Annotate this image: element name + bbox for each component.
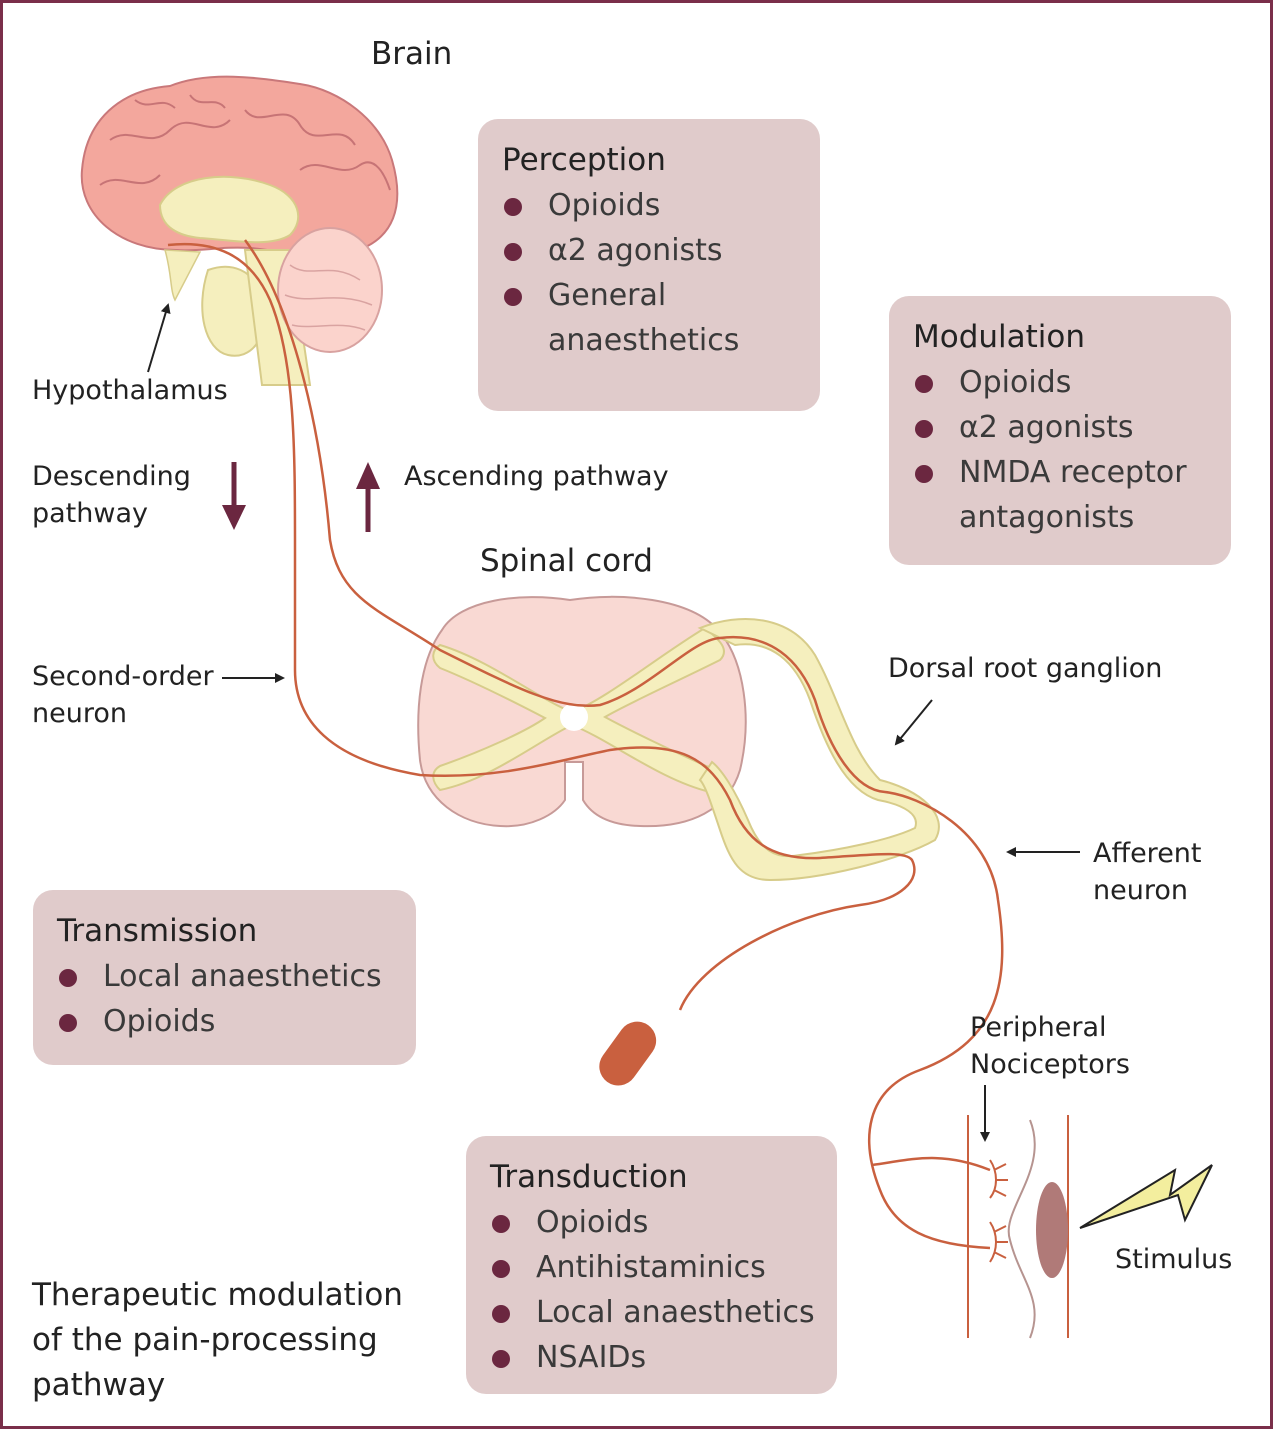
caption-line: of the pain-processing bbox=[32, 1322, 378, 1358]
descending-arrow-icon bbox=[222, 462, 246, 530]
nociceptor-endings bbox=[989, 1159, 1008, 1263]
tissue-lesion bbox=[1036, 1182, 1068, 1278]
skin-layers bbox=[967, 1115, 1069, 1339]
transmission-item: Opioids bbox=[57, 999, 394, 1044]
perception-item: General anaesthetics bbox=[502, 273, 768, 363]
modulation-drug-list: Opioids α2 agonists NMDA receptor antago… bbox=[913, 360, 1209, 540]
stimulus-bolt-icon bbox=[1079, 1164, 1213, 1229]
ascending-pathway-label: Ascending pathway bbox=[404, 461, 669, 492]
descending-pathway-label-line1: Descending bbox=[32, 461, 191, 492]
modulation-item: Opioids bbox=[913, 360, 1209, 405]
spinal-cord-section bbox=[417, 595, 940, 882]
transduction-item: Local anaesthetics bbox=[490, 1290, 815, 1335]
peripheral-nociceptors-label-line1: Peripheral bbox=[970, 1012, 1107, 1043]
perception-title: Perception bbox=[502, 142, 666, 178]
perception-item: Opioids bbox=[502, 183, 798, 228]
second-order-neuron-label-line1: Second-order bbox=[32, 661, 214, 692]
stimulus-label: Stimulus bbox=[1115, 1244, 1233, 1275]
caption-line: pathway bbox=[32, 1367, 166, 1403]
afferent-neuron-label-line1: Afferent bbox=[1093, 838, 1202, 869]
spinal-cord-label: Spinal cord bbox=[480, 543, 653, 579]
figure-caption: Therapeutic modulation of the pain-proce… bbox=[32, 1273, 403, 1408]
ascending-arrow-icon bbox=[356, 462, 380, 532]
transduction-drug-list: Opioids Antihistaminics Local anaestheti… bbox=[490, 1200, 815, 1380]
pointer-arrows bbox=[147, 303, 1080, 1142]
descending-pathway-label-line2: pathway bbox=[32, 498, 148, 529]
brain-illustration bbox=[80, 75, 399, 386]
transmission-drug-list: Local anaesthetics Opioids bbox=[57, 954, 394, 1044]
peripheral-nociceptors-label-line2: Nociceptors bbox=[970, 1049, 1130, 1080]
transduction-box: Transduction Opioids Antihistaminics Loc… bbox=[466, 1136, 837, 1394]
transduction-item: NSAIDs bbox=[490, 1335, 815, 1380]
transmission-box: Transmission Local anaesthetics Opioids bbox=[33, 890, 416, 1065]
modulation-title: Modulation bbox=[913, 319, 1086, 355]
modulation-item: α2 agonists bbox=[913, 405, 1209, 450]
transduction-item: Antihistaminics bbox=[490, 1245, 815, 1290]
caption-line: Therapeutic modulation bbox=[32, 1277, 403, 1313]
dorsal-root-ganglion-label: Dorsal root ganglion bbox=[888, 653, 1163, 684]
transduction-item: Opioids bbox=[490, 1200, 815, 1245]
transduction-title: Transduction bbox=[490, 1159, 688, 1195]
hypothalamus-label: Hypothalamus bbox=[32, 375, 228, 406]
modulation-item: NMDA receptor antagonists bbox=[913, 450, 1209, 540]
nerve-ending-bulb bbox=[599, 1021, 657, 1086]
perception-drug-list: Opioids α2 agonists General anaesthetics bbox=[502, 183, 798, 363]
perception-box: Perception Opioids α2 agonists General a… bbox=[478, 119, 820, 411]
neuron-pathways bbox=[167, 239, 1004, 1250]
modulation-box: Modulation Opioids α2 agonists NMDA rece… bbox=[889, 296, 1231, 565]
transmission-item: Local anaesthetics bbox=[57, 954, 394, 999]
transmission-title: Transmission bbox=[57, 913, 258, 949]
second-order-neuron-label-line2: neuron bbox=[32, 698, 127, 729]
perception-item: α2 agonists bbox=[502, 228, 798, 273]
brain-label: Brain bbox=[371, 36, 453, 72]
afferent-neuron-label-line2: neuron bbox=[1093, 875, 1188, 906]
